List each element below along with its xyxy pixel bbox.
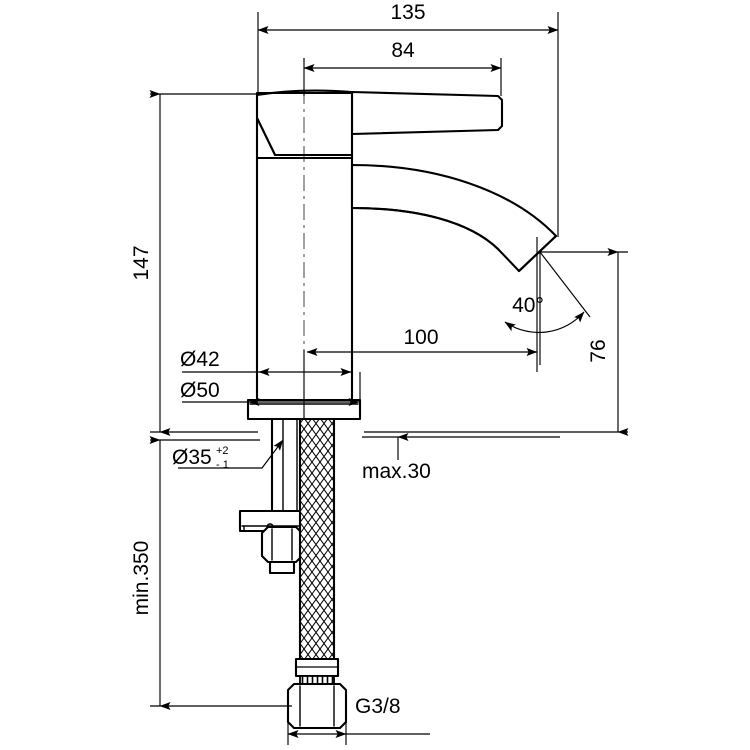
dim-label-max30: max.30 bbox=[362, 460, 431, 483]
dim-label-d35-tol-plus: +2 bbox=[216, 445, 229, 457]
dim-label-d42: Ø42 bbox=[180, 348, 220, 371]
lever-handle bbox=[350, 90, 504, 136]
handle-top-arc bbox=[255, 89, 354, 97]
angle-arc-40 bbox=[504, 311, 585, 334]
dim-label-40deg: 40° bbox=[512, 294, 544, 317]
dimension-lines bbox=[149, 12, 629, 745]
connection-nut bbox=[286, 682, 348, 730]
dim-label-100: 100 bbox=[403, 326, 438, 349]
dim-label-84: 84 bbox=[391, 39, 415, 62]
fixing-nut bbox=[260, 525, 304, 564]
angle-outlet-ref bbox=[539, 251, 591, 318]
handle-wedge bbox=[255, 116, 354, 160]
leader-d35 bbox=[178, 439, 284, 469]
dim-label-d50: Ø50 bbox=[180, 379, 220, 402]
dim-label-d35: Ø35 bbox=[172, 446, 212, 469]
dim-label-min350: min.350 bbox=[130, 541, 153, 616]
flexible-hose bbox=[298, 417, 336, 661]
fixing-nut-body bbox=[268, 560, 296, 575]
spout-underside bbox=[350, 206, 500, 251]
dim-label-g38: G3/8 bbox=[355, 695, 401, 718]
dim-label-76: 76 bbox=[587, 339, 610, 362]
dimension-texts: 135 84 147 100 76 40° Ø42 Ø50 Ø35 +2 - 1… bbox=[130, 1, 610, 718]
dim-label-d35-tol-minus: - 1 bbox=[216, 459, 229, 471]
dim-label-135: 135 bbox=[390, 1, 425, 24]
dim-label-147: 147 bbox=[130, 245, 153, 280]
